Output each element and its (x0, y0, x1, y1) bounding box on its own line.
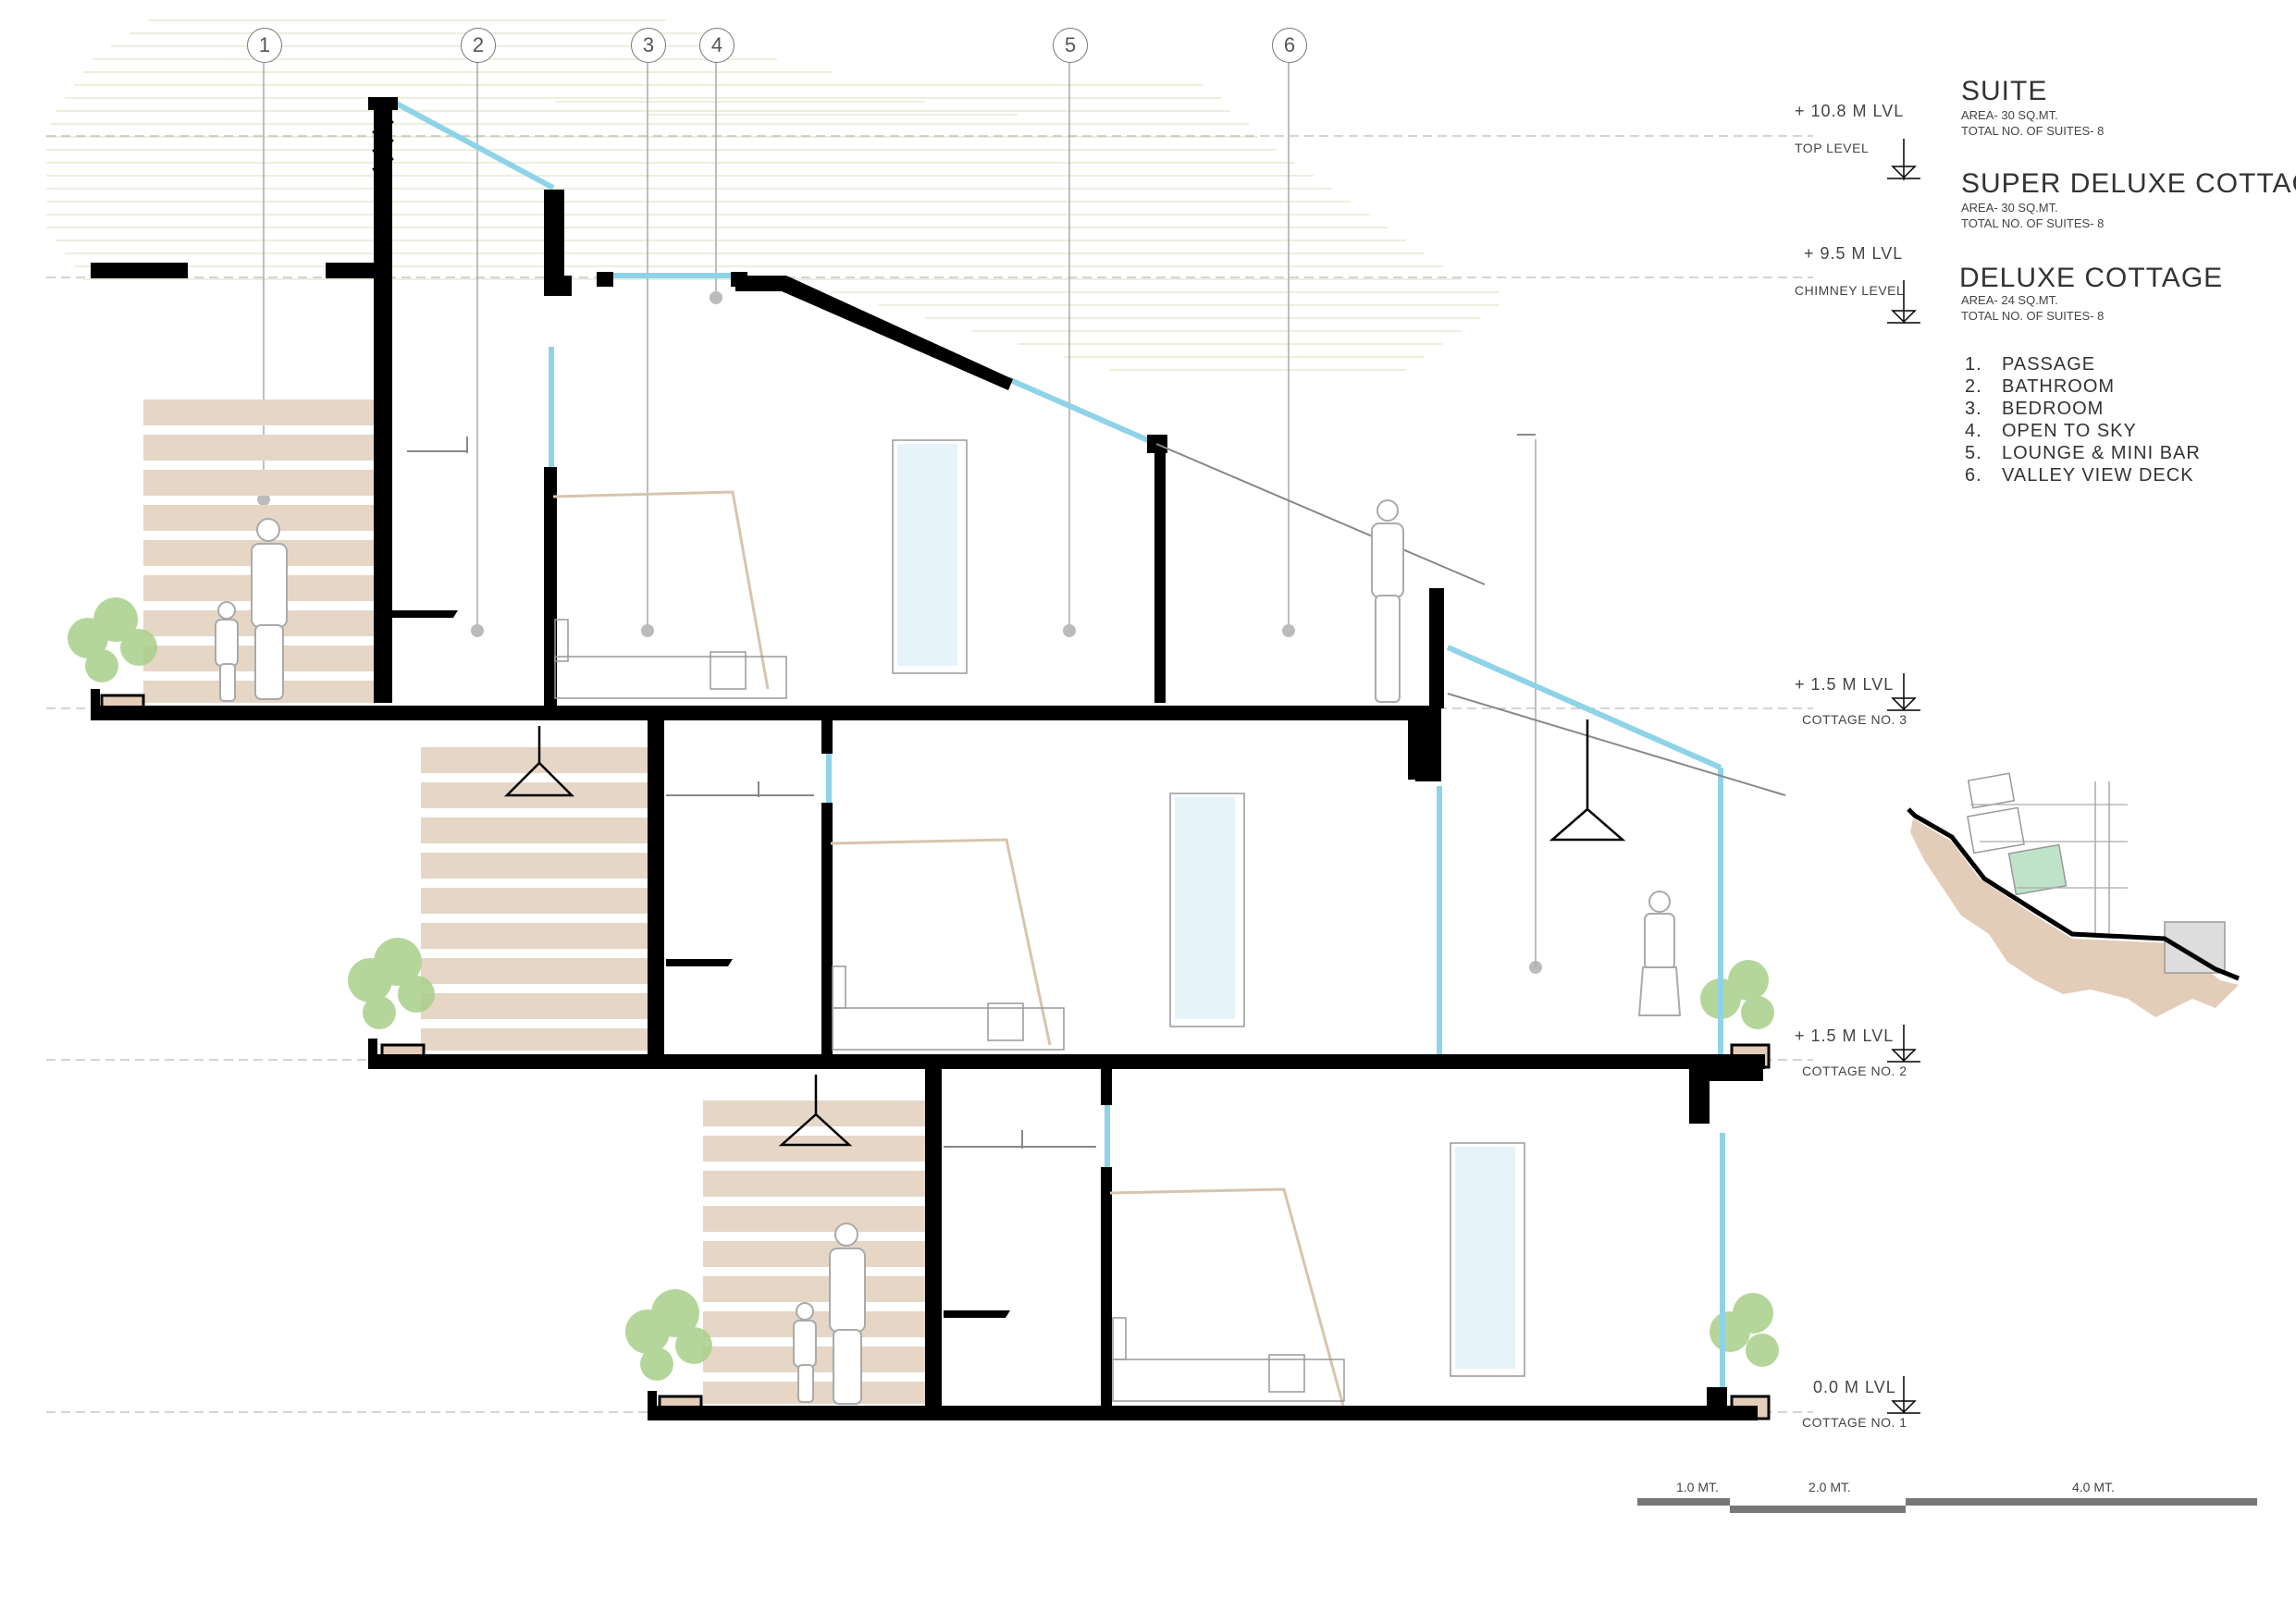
legend-suite-count: TOTAL NO. OF SUITES- 8 (1961, 124, 2105, 138)
legend-item-6-label: VALLEY VIEW DECK (2002, 465, 2194, 486)
callout-1: 1 (247, 28, 282, 63)
legend-item-5-label: LOUNGE & MINI BAR (2002, 443, 2201, 463)
scale-label-1m: 1.0 MT. (1676, 1480, 1719, 1494)
scale-label-4m: 4.0 MT. (2072, 1480, 2115, 1494)
chimney-hatch (372, 117, 394, 174)
legend-item-6-num: 6. (1965, 465, 1982, 486)
bed-canopies (552, 490, 1345, 1407)
callout-6: 6 (1272, 28, 1307, 63)
callout-3: 3 (631, 28, 666, 63)
legend-suite-title: SUITE (1961, 76, 2048, 106)
legend-item-2-label: BATHROOM (2002, 376, 2116, 397)
legend-item-4-label: OPEN TO SKY (2002, 421, 2137, 441)
legend-item-2-num: 2. (1965, 376, 1982, 397)
legend-deluxe-count: TOTAL NO. OF SUITES- 8 (1961, 309, 2105, 323)
fixtures (407, 434, 1786, 1149)
callout-5: 5 (1053, 28, 1088, 63)
background-hatching (46, 19, 1499, 371)
level-value-cottage-3: + 1.5 M LVL (1795, 675, 1895, 694)
level-name-cottage-2: COTTAGE NO. 2 (1802, 1064, 1907, 1078)
callout-dots (257, 291, 1542, 974)
legend-item-3-label: BEDROOM (2002, 399, 2105, 419)
level-value-cottage-1: 0.0 M LVL (1813, 1378, 1896, 1396)
callout-2: 2 (461, 28, 496, 63)
legend-item-3: 3. BEDROOM (1965, 399, 2104, 420)
legend-item-1-num: 1. (1965, 354, 1982, 375)
legend-item-3-num: 3. (1965, 399, 1982, 419)
legend-item-2: 2. BATHROOM (1965, 376, 2115, 398)
legend-super-deluxe-count: TOTAL NO. OF SUITES- 8 (1961, 216, 2105, 230)
level-value-chimney: + 9.5 M LVL (1804, 244, 1904, 263)
beds (554, 619, 1345, 1402)
legend-super-deluxe-title: SUPER DELUXE COTTAGE (1961, 168, 2296, 199)
level-name-cottage-1: COTTAGE NO. 1 (1802, 1415, 1907, 1430)
legend-super-deluxe-area: AREA- 30 SQ.MT. (1961, 201, 2058, 215)
sinks (390, 610, 1010, 1318)
people (215, 499, 1682, 1405)
legend-item-1-label: PASSAGE (2002, 354, 2096, 375)
legend-item-4-num: 4. (1965, 421, 1982, 441)
scale-label-2m: 2.0 MT. (1808, 1480, 1851, 1494)
wardrobes (892, 439, 1525, 1377)
key-plan (1907, 772, 2240, 1017)
scale-bar-graphic (1637, 1498, 2257, 1513)
callout-4: 4 (699, 28, 734, 63)
timber-screen-middle (421, 747, 652, 1051)
callout-leaders (263, 63, 1290, 629)
legend-deluxe-title: DELUXE COTTAGE (1959, 263, 2224, 293)
legend-item-4: 4. OPEN TO SKY (1965, 421, 2137, 442)
legend-item-5: 5. LOUNGE & MINI BAR (1965, 443, 2201, 464)
pendant-lights (503, 719, 1626, 1147)
level-name-cottage-3: COTTAGE NO. 3 (1802, 712, 1907, 727)
legend-deluxe-area: AREA- 24 SQ.MT. (1961, 293, 2058, 307)
level-name-chimney: CHIMNEY LEVEL (1795, 283, 1905, 298)
legend-item-6: 6. VALLEY VIEW DECK (1965, 465, 2194, 486)
level-value-top: + 10.8 M LVL (1795, 102, 1905, 120)
legend-item-1: 1. PASSAGE (1965, 354, 2095, 375)
level-value-cottage-2: + 1.5 M LVL (1795, 1027, 1895, 1045)
level-markers (1887, 139, 1920, 1414)
level-name-top: TOP LEVEL (1795, 141, 1870, 155)
trees (68, 597, 1779, 1381)
legend-item-5-num: 5. (1965, 443, 1982, 463)
legend-suite-area: AREA- 30 SQ.MT. (1961, 108, 2058, 122)
structure (91, 97, 1765, 1420)
